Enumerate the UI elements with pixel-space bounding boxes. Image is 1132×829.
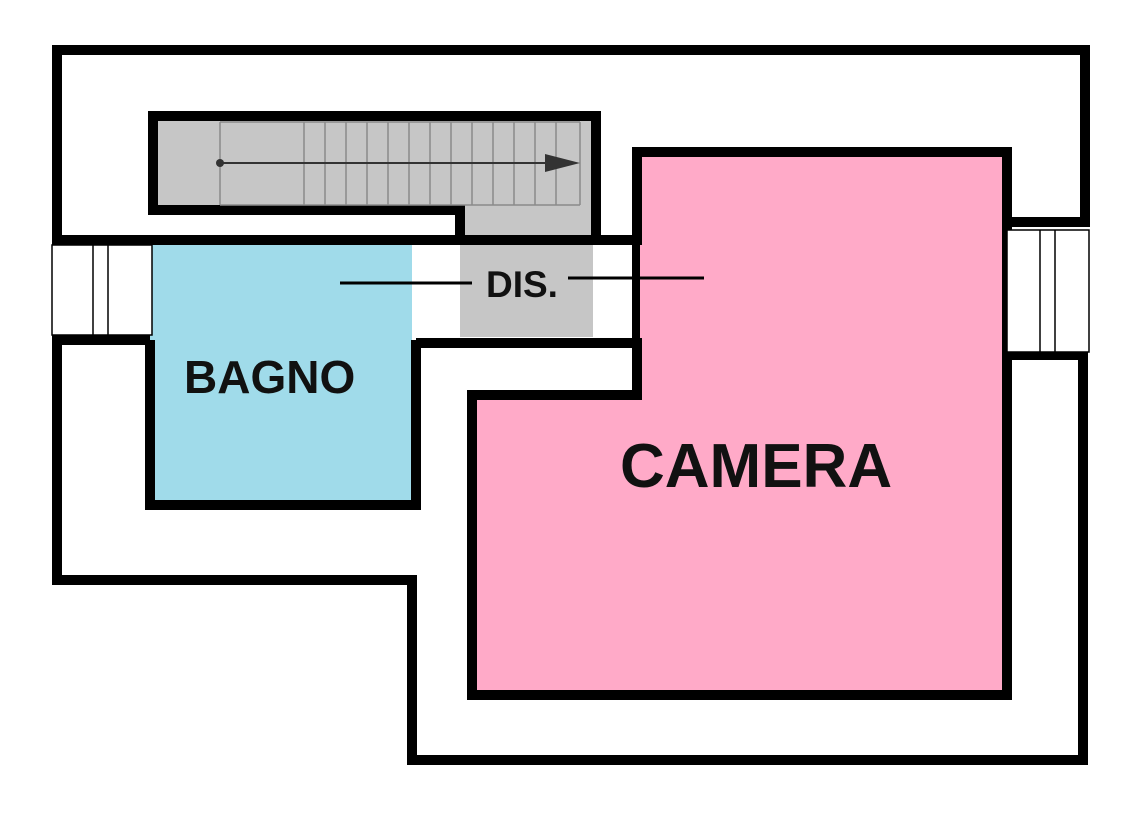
bagno-wall [145,340,421,510]
label-dis: DIS. [486,264,558,305]
label-camera: CAMERA [620,432,892,501]
corridor-lower-wall [416,338,642,395]
stair-arrow-icon [545,154,580,172]
stair-start-dot [216,159,224,167]
camera-opening-fill [640,240,650,340]
stair-block [148,111,601,245]
label-bagno: BAGNO [184,351,355,403]
right-window [1006,229,1090,353]
bagno-room [150,240,412,505]
corridor-upper-wall [596,152,642,245]
left-window [51,244,153,336]
